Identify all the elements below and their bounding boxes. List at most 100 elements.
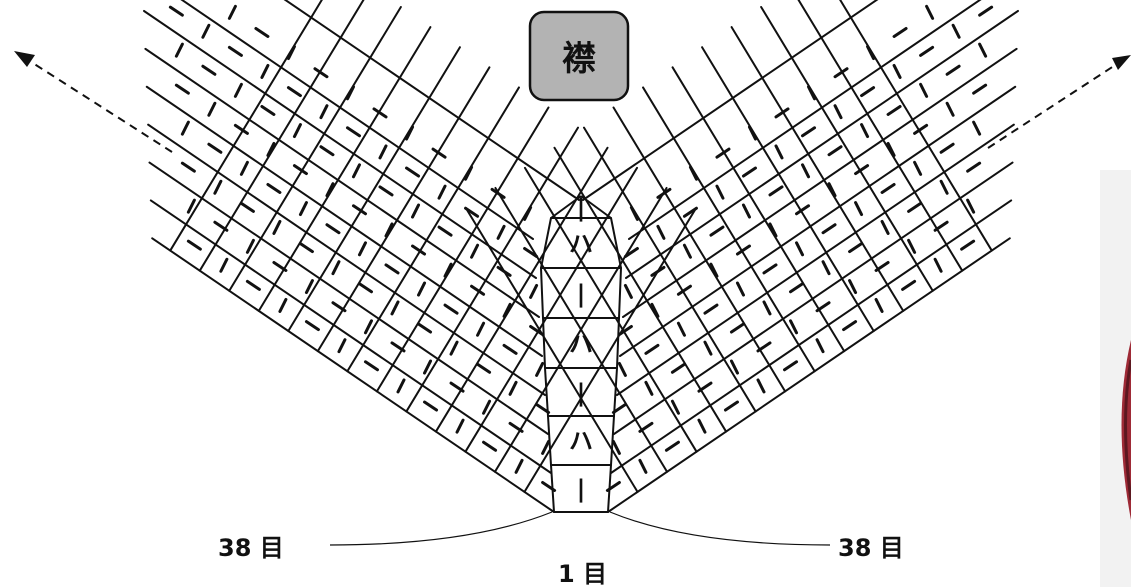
stitch-mark-right [866, 45, 876, 61]
stitch-mark-right [656, 187, 672, 199]
stitch-mark-left [227, 45, 243, 57]
stitch-mark-left [496, 224, 506, 240]
stitch-mark-right [644, 380, 654, 396]
stitch-mark-left [219, 257, 229, 273]
stitch-mark-left [337, 338, 347, 354]
stitch-mark-left [523, 246, 539, 258]
stitch-mark-right [827, 145, 843, 157]
stitch-mark-right [729, 359, 739, 375]
stitch-mark-right [638, 421, 654, 433]
stitch-mark-left [304, 320, 320, 332]
stitch-mark-left [351, 163, 361, 179]
grid-column-line-right [797, 0, 964, 272]
stitch-mark-left [449, 340, 459, 356]
stitch-mark-right [741, 203, 751, 219]
stitch-mark-right [925, 4, 935, 20]
stitch-mark-right [676, 284, 692, 296]
stitch-mark-right [951, 23, 961, 39]
stitch-mark-right [848, 242, 864, 254]
stitch-mark-right [833, 67, 849, 79]
stitch-mark-left [292, 123, 302, 139]
stitch-mark-right [623, 246, 639, 258]
grid-row-line-left [180, 0, 534, 240]
stitch-mark-right [715, 147, 731, 159]
grid-column-line-right [839, 0, 993, 252]
stitch-mark-right [854, 164, 870, 176]
stitch-mark-left [437, 184, 447, 200]
stitch-mark-right [762, 263, 778, 275]
photo-fragment [1100, 170, 1131, 587]
stitch-mark-right [848, 279, 858, 295]
grid-column-line-right [642, 86, 816, 373]
stitch-mark-left [325, 223, 341, 235]
stitch-mark-left [186, 239, 202, 251]
stitch-mark-right [919, 82, 929, 98]
stitch-mark-left [213, 220, 229, 232]
knit-stitch-symbol: | [577, 379, 586, 407]
stitch-mark-right [854, 201, 864, 217]
stitch-mark-left [417, 322, 433, 334]
stitch-mark-left [482, 440, 498, 452]
stitch-mark-left [325, 182, 335, 198]
stitch-mark-left [523, 205, 533, 221]
grid-row-line-left [151, 237, 555, 513]
stitch-mark-left [245, 279, 261, 291]
stitch-mark-left [180, 120, 190, 136]
stitch-mark-right [611, 402, 627, 414]
stitch-mark-left [298, 201, 308, 217]
stitch-mark-right [715, 184, 725, 200]
stitch-mark-left [254, 26, 270, 38]
stitch-mark-left [266, 141, 276, 157]
stitch-mark-right [886, 104, 902, 116]
grid-row-line-right [607, 237, 1011, 513]
stitch-mark-left [490, 187, 506, 199]
grid-column-line-left [375, 106, 550, 393]
stitch-mark-left [417, 281, 427, 297]
knit-stitch-symbol: | [577, 475, 586, 503]
stitch-mark-left [470, 284, 486, 296]
stitch-mark-right [723, 400, 739, 412]
stitch-mark-left [411, 203, 421, 219]
grid-column-line-right [583, 126, 757, 413]
stitch-mark-right [966, 161, 982, 173]
stitch-mark-left [174, 42, 184, 58]
stitch-mark-right [978, 5, 994, 17]
stitch-mark-left [331, 260, 341, 276]
stitch-mark-left [470, 243, 480, 259]
stitch-mark-right [605, 480, 621, 492]
stitch-mark-right [768, 185, 784, 197]
stitch-mark-left [319, 104, 329, 120]
grid-column-line-right [760, 5, 934, 292]
grid-column-line-right [464, 207, 639, 493]
stitch-mark-right [807, 85, 817, 101]
grid-row-line-left [144, 47, 540, 318]
stitch-mark-right [919, 45, 935, 57]
stitch-mark-right [833, 104, 843, 120]
arrow-up-right-icon [987, 55, 1131, 149]
stitch-mark-right [860, 123, 870, 139]
stitch-mark-left [443, 262, 453, 278]
stitch-mark-right [697, 381, 713, 393]
stitch-mark-right [960, 239, 976, 251]
stitch-mark-left [304, 279, 314, 295]
stitch-mark-left [449, 381, 465, 393]
stitch-mark-left [351, 204, 367, 216]
stitch-mark-left [405, 125, 415, 141]
stitch-mark-left [201, 23, 211, 39]
stitch-mark-left [443, 303, 459, 315]
grid-row-line-left [147, 123, 546, 396]
stitch-mark-right [756, 378, 766, 394]
stitch-mark-left [476, 362, 492, 374]
page-title: 襟 [562, 39, 596, 79]
stitch-mark-right [783, 360, 799, 372]
stitch-mark-left [260, 104, 276, 116]
stitch-mark-left [207, 101, 217, 117]
stitch-mark-right [617, 324, 633, 336]
stitch-mark-right [703, 303, 719, 315]
stitch-mark-right [892, 63, 902, 79]
knit-stitch-symbol: | [577, 280, 586, 308]
stitch-mark-left [313, 67, 329, 79]
stitch-mark-right [623, 283, 633, 299]
grid-column-line-left [228, 5, 402, 292]
